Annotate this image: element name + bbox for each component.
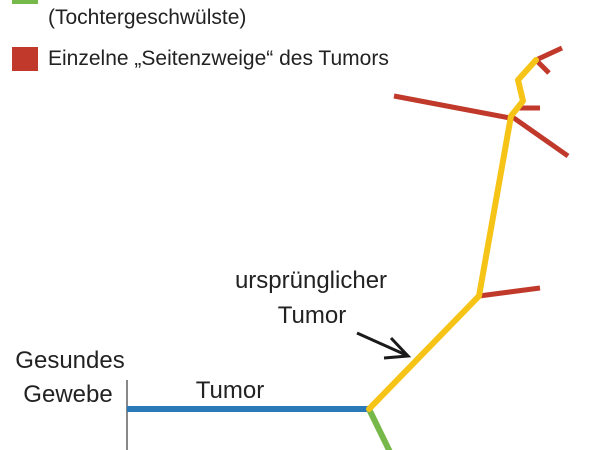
label-tumor-trunk: Tumor	[195, 377, 265, 404]
label-original-tumor-line1: ursprünglicher	[234, 267, 388, 294]
label-original-tumor-line2: Tumor	[277, 302, 347, 329]
label-healthy-tissue-line1: Gesundes	[15, 347, 125, 374]
original-tumor-branch-yellow	[366, 57, 539, 412]
side-branch-red-mid	[478, 285, 541, 299]
metastasis-branch-green	[366, 407, 393, 450]
legend-swatch-green	[12, 0, 38, 4]
side-branch-red-top-tick	[536, 60, 551, 75]
label-healthy-tissue-line2: Gewebe	[23, 381, 113, 408]
legend-swatch-red	[12, 47, 38, 71]
legend-red-caption: Einzelne „Seitenzweige“ des Tumors	[48, 47, 389, 70]
side-branch-red-lower	[509, 113, 570, 159]
side-branch-red-top	[534, 45, 564, 63]
pointer-arrow-head	[383, 336, 412, 360]
pointer-arrow-shaft	[356, 331, 407, 357]
legend-green-caption: (Tochtergeschwülste)	[48, 6, 247, 29]
side-branch-red-left	[393, 93, 511, 121]
